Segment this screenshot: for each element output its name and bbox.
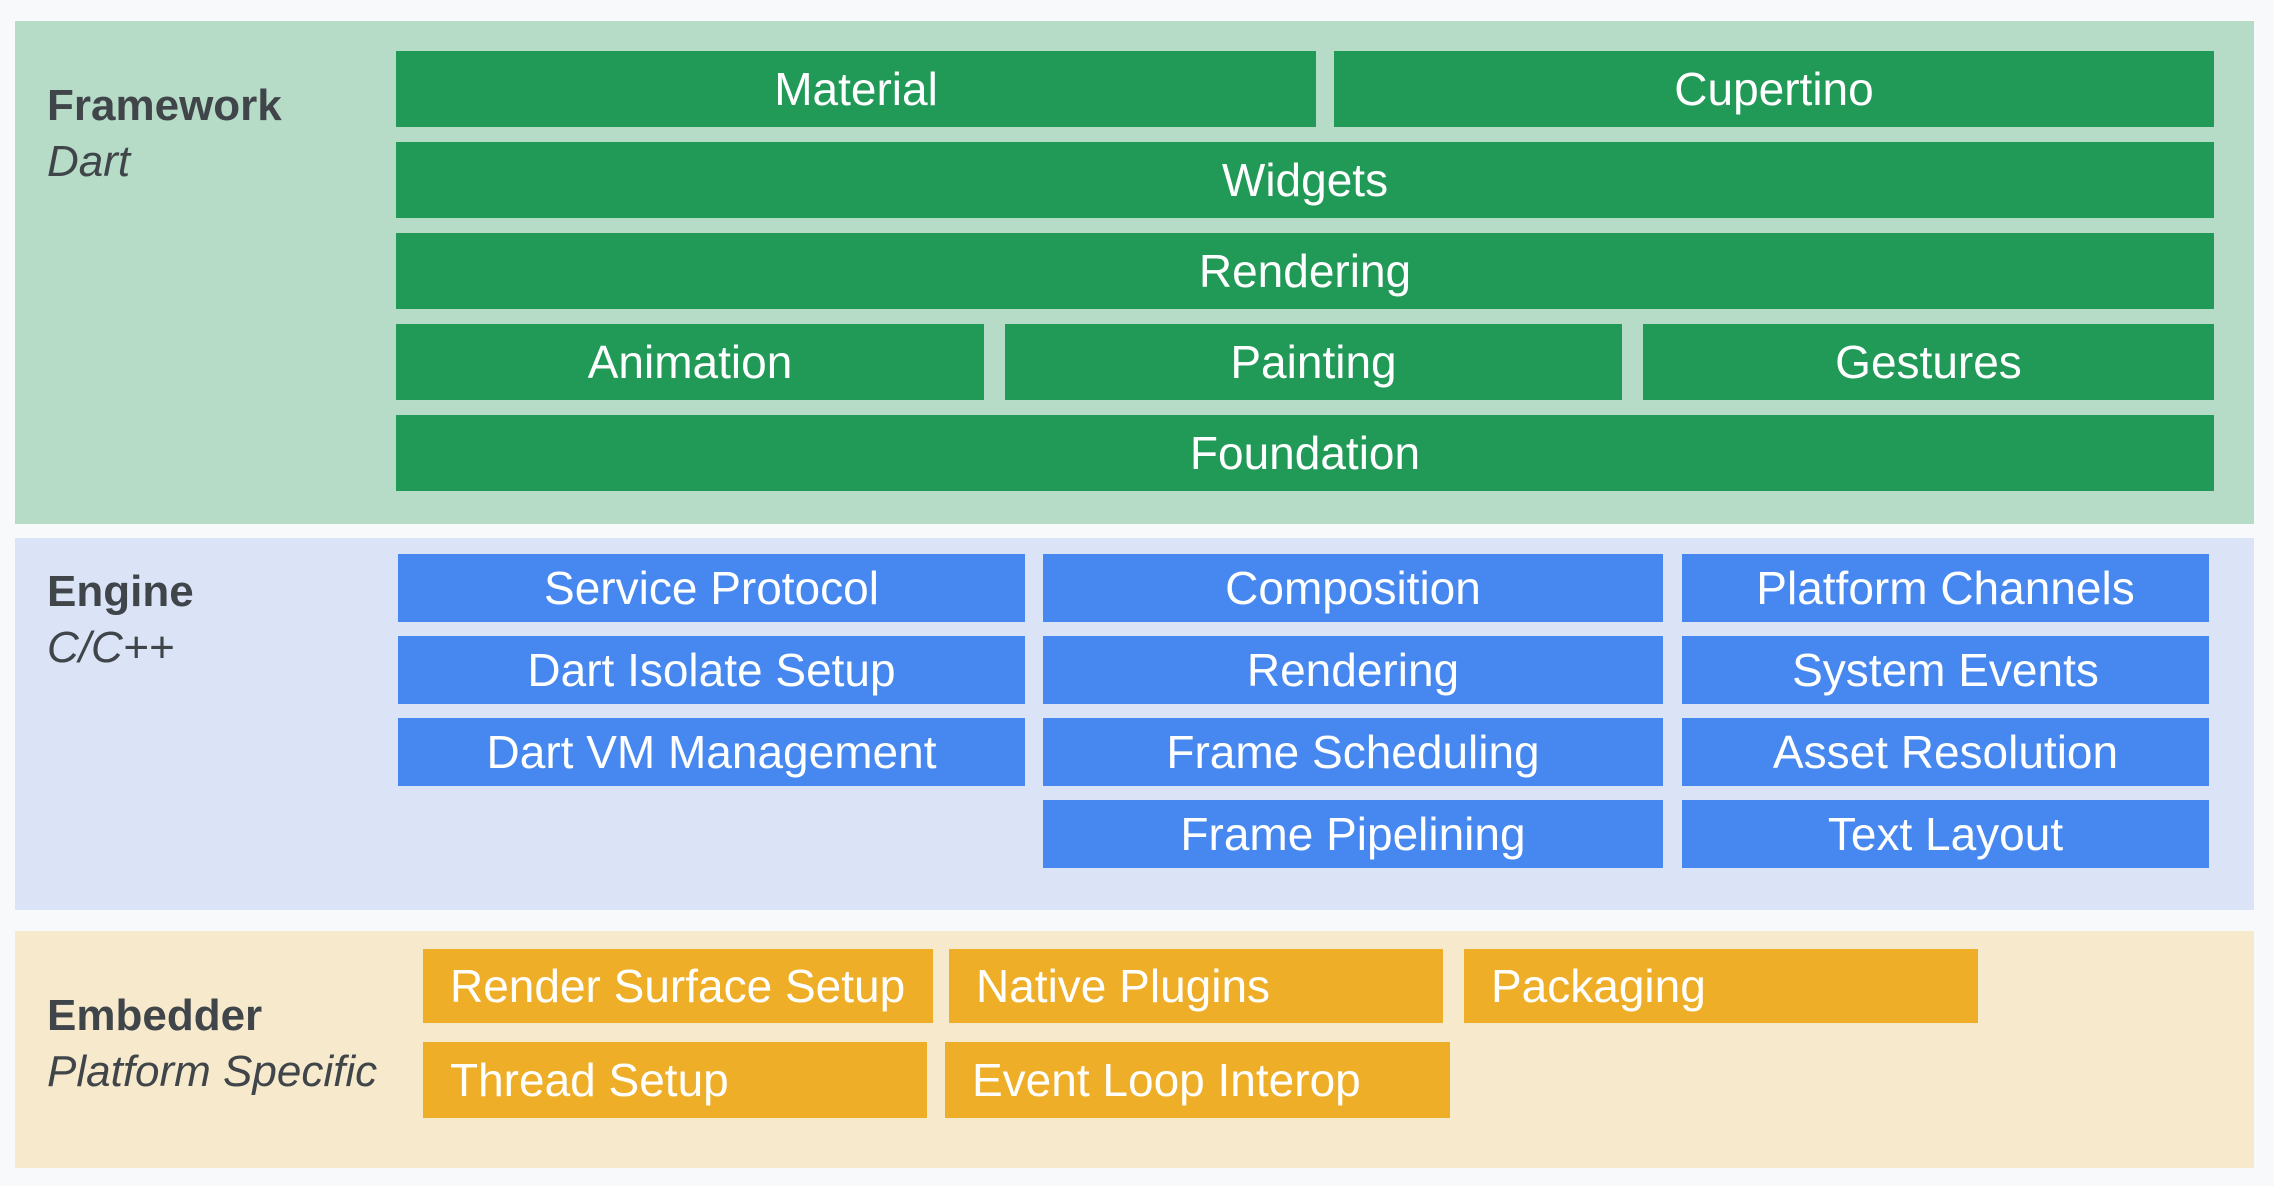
embedder-subtitle: Platform Specific: [47, 1047, 378, 1096]
embedder-bar-event-loop-interop: Event Loop Interop: [945, 1042, 1450, 1118]
framework-bar-foundation: Foundation: [396, 415, 2214, 491]
engine-bar-dart-vm-management: Dart VM Management: [398, 718, 1025, 786]
framework-title: Framework: [47, 81, 282, 130]
framework-bar-cupertino: Cupertino: [1334, 51, 2214, 127]
embedder-bar-thread-setup: Thread Setup: [423, 1042, 927, 1118]
engine-bar-rendering: Rendering: [1043, 636, 1663, 704]
engine-bar-system-events: System Events: [1682, 636, 2209, 704]
engine-bar-service-protocol: Service Protocol: [398, 554, 1025, 622]
framework-label: Framework Dart: [47, 78, 282, 190]
engine-bar-asset-resolution: Asset Resolution: [1682, 718, 2209, 786]
framework-bar-animation: Animation: [396, 324, 984, 400]
embedder-label: Embedder Platform Specific: [47, 988, 377, 1100]
framework-bar-widgets: Widgets: [396, 142, 2214, 218]
framework-bar-material: Material: [396, 51, 1316, 127]
framework-subtitle: Dart: [47, 137, 131, 186]
engine-title: Engine: [47, 567, 194, 616]
embedder-layer: Embedder Platform Specific Render Surfac…: [15, 931, 2254, 1168]
engine-bar-frame-pipelining: Frame Pipelining: [1043, 800, 1663, 868]
embedder-bar-packaging: Packaging: [1464, 949, 1978, 1023]
engine-bar-dart-isolate-setup: Dart Isolate Setup: [398, 636, 1025, 704]
engine-bar-frame-scheduling: Frame Scheduling: [1043, 718, 1663, 786]
engine-label: Engine C/C++: [47, 564, 194, 676]
embedder-title: Embedder: [47, 991, 263, 1040]
framework-bar-painting: Painting: [1005, 324, 1622, 400]
framework-bar-gestures: Gestures: [1643, 324, 2214, 400]
framework-layer: Framework Dart Material Cupertino Widget…: [15, 21, 2254, 524]
engine-bar-text-layout: Text Layout: [1682, 800, 2209, 868]
framework-bar-rendering: Rendering: [396, 233, 2214, 309]
engine-bar-composition: Composition: [1043, 554, 1663, 622]
engine-layer: Engine C/C++ Service Protocol Compositio…: [15, 538, 2254, 910]
embedder-bar-native-plugins: Native Plugins: [949, 949, 1443, 1023]
embedder-bar-render-surface-setup: Render Surface Setup: [423, 949, 933, 1023]
engine-subtitle: C/C++: [47, 623, 175, 672]
engine-bar-platform-channels: Platform Channels: [1682, 554, 2209, 622]
